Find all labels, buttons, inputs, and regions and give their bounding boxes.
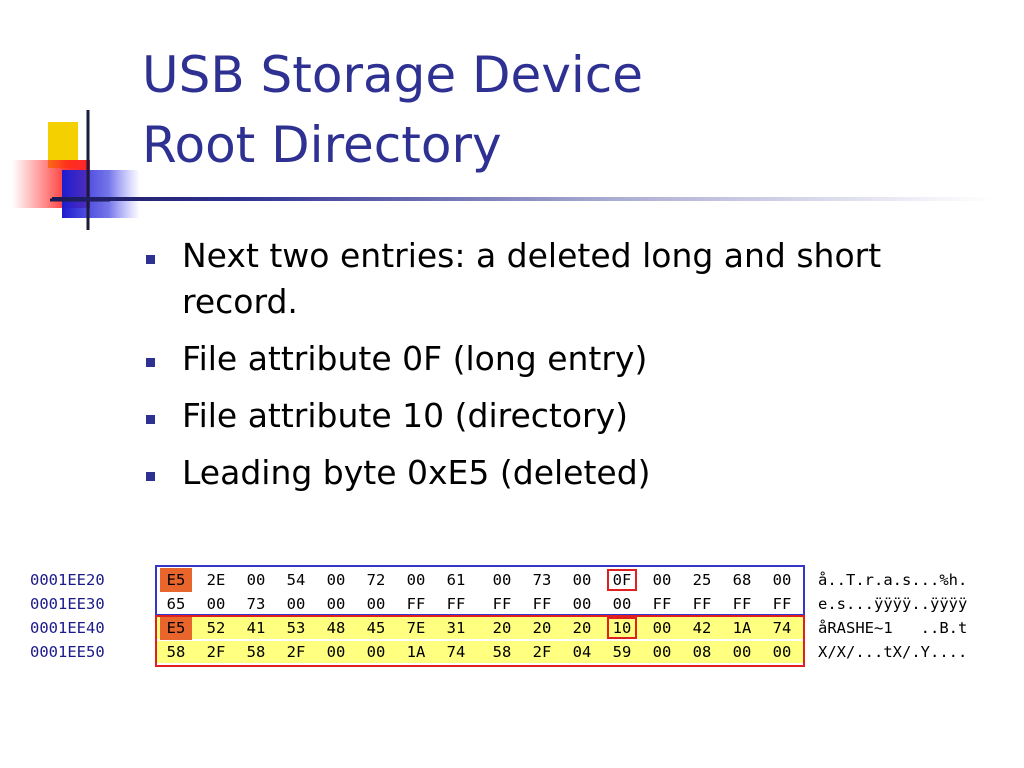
hex-byte: 58 <box>246 643 266 661</box>
hex-byte: 00 <box>246 571 266 589</box>
title-line-1: USB Storage Device <box>142 46 644 104</box>
hex-byte: 65 <box>166 595 186 613</box>
hex-ascii: X/X/...tX/.Y.... <box>818 643 968 661</box>
hex-byte: 00 <box>326 595 346 613</box>
hex-byte: 00 <box>366 595 386 613</box>
hex-byte: 25 <box>692 571 712 589</box>
hex-byte: 58 <box>492 643 512 661</box>
bullet-text: Leading byte 0xE5 (deleted) <box>182 453 651 492</box>
hex-offset: 0001EE40 <box>30 619 105 637</box>
hex-byte: 00 <box>572 571 592 589</box>
short-entry-frame <box>155 615 805 667</box>
hex-byte: FF <box>406 595 426 613</box>
bullet-item: File attribute 0F (long entry) <box>146 336 996 382</box>
hex-byte: FF <box>532 595 552 613</box>
hex-ascii: åRASHE~1 ..B.t <box>818 619 968 637</box>
hex-byte: 00 <box>772 571 792 589</box>
hex-byte: 31 <box>446 619 466 637</box>
row-highlight <box>157 617 803 639</box>
hex-byte: FF <box>652 595 672 613</box>
hex-byte: 00 <box>326 571 346 589</box>
hex-byte: FF <box>772 595 792 613</box>
title-underline <box>52 197 992 201</box>
hex-byte: 00 <box>492 571 512 589</box>
hex-byte: 2E <box>206 571 226 589</box>
hex-byte: 00 <box>572 595 592 613</box>
bullet-list: Next two entries: a deleted long and sho… <box>146 233 996 507</box>
hex-byte: FF <box>692 595 712 613</box>
hex-byte: 00 <box>366 643 386 661</box>
hex-byte: 41 <box>246 619 266 637</box>
hex-byte: 59 <box>612 643 632 661</box>
hex-byte: 00 <box>652 643 672 661</box>
hex-byte: 74 <box>772 619 792 637</box>
hex-byte: E5 <box>160 616 192 640</box>
hex-byte: 2F <box>206 643 226 661</box>
hex-ascii: e.s...ÿÿÿÿ..ÿÿÿÿ <box>818 595 968 613</box>
hex-byte: 00 <box>406 571 426 589</box>
bullet-square-icon <box>146 358 155 367</box>
hex-byte: 7E <box>406 619 426 637</box>
bullet-square-icon <box>146 472 155 481</box>
hex-byte: 00 <box>652 571 672 589</box>
hex-byte: 53 <box>286 619 306 637</box>
hex-offset: 0001EE20 <box>30 571 105 589</box>
hex-byte: 1A <box>732 619 752 637</box>
hex-byte: 00 <box>206 595 226 613</box>
hex-byte: 00 <box>286 595 306 613</box>
bullet-text: File attribute 10 (directory) <box>182 396 628 435</box>
slide-title: USB Storage Device Root Directory <box>142 40 643 180</box>
hex-byte: 08 <box>692 643 712 661</box>
hex-byte: 61 <box>446 571 466 589</box>
hex-byte: 00 <box>612 595 632 613</box>
hex-byte: FF <box>446 595 466 613</box>
bullet-item: Next two entries: a deleted long and sho… <box>146 233 996 325</box>
hex-byte: 73 <box>532 571 552 589</box>
bullet-square-icon <box>146 255 155 264</box>
bullet-text: File attribute 0F (long entry) <box>182 339 648 378</box>
hex-byte: 10 <box>606 616 638 640</box>
hex-byte: 48 <box>326 619 346 637</box>
hex-byte: 0F <box>606 568 638 592</box>
blue-fade-bar <box>62 170 140 218</box>
hex-byte: 1A <box>406 643 426 661</box>
hex-byte: 20 <box>572 619 592 637</box>
hex-ascii: å..T.r.a.s...%h. <box>818 571 968 589</box>
hex-byte: 04 <box>572 643 592 661</box>
bullet-text: Next two entries: a deleted long and sho… <box>182 236 882 321</box>
hex-byte: 2F <box>286 643 306 661</box>
bullet-square-icon <box>146 415 155 424</box>
hex-byte: E5 <box>160 568 192 592</box>
hex-byte: 42 <box>692 619 712 637</box>
hex-byte: 58 <box>166 643 186 661</box>
hex-byte: 73 <box>246 595 266 613</box>
hex-byte: FF <box>732 595 752 613</box>
hex-byte: 00 <box>326 643 346 661</box>
hex-byte: 20 <box>492 619 512 637</box>
bullet-item: Leading byte 0xE5 (deleted) <box>146 450 996 496</box>
hex-offset: 0001EE50 <box>30 643 105 661</box>
hex-byte: FF <box>492 595 512 613</box>
hex-byte: 00 <box>732 643 752 661</box>
hex-byte: 54 <box>286 571 306 589</box>
long-entry-frame <box>155 565 805 616</box>
hex-byte: 52 <box>206 619 226 637</box>
hex-byte: 00 <box>652 619 672 637</box>
row-highlight <box>157 641 803 663</box>
hex-byte: 00 <box>772 643 792 661</box>
hex-byte: 74 <box>446 643 466 661</box>
hex-byte: 20 <box>532 619 552 637</box>
hex-offset: 0001EE30 <box>30 595 105 613</box>
hex-byte: 68 <box>732 571 752 589</box>
title-line-2: Root Directory <box>142 116 502 174</box>
hex-byte: 2F <box>532 643 552 661</box>
hex-byte: 72 <box>366 571 386 589</box>
hex-byte: 45 <box>366 619 386 637</box>
bullet-item: File attribute 10 (directory) <box>146 393 996 439</box>
